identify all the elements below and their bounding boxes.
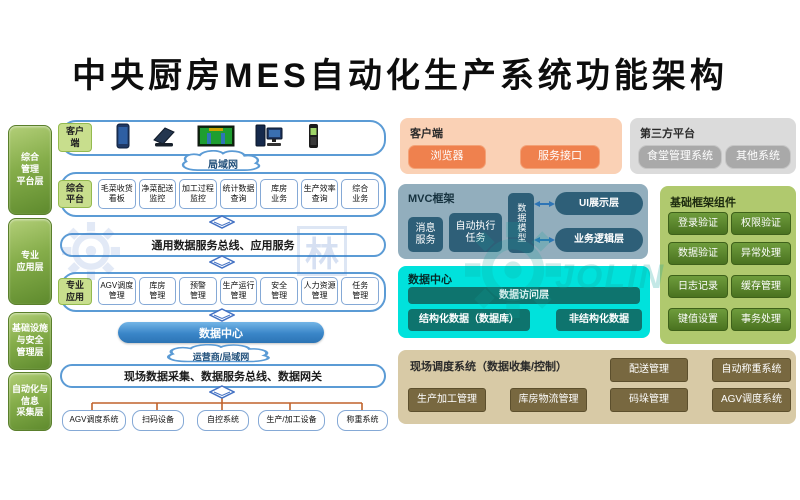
application-item: 任务 管理 [341,277,380,305]
layer-label-professional-application: 专业 应用层 [8,218,52,305]
platform-item: 统计数据 查询 [219,179,258,209]
platform-item: 加工过程 监控 [179,179,217,209]
application-item: AGV调度 管理 [98,277,136,305]
field-device-box: 扫码设备 [132,410,184,431]
logging-box: 日志记录 [668,275,728,298]
production-processing-box: 生产加工管理 [408,388,486,412]
client-section: 客户端 浏览器 服务接口 [400,118,622,174]
field-device-box: 自控系统 [197,410,249,431]
mvc-section-title: MVC框架 [408,193,455,205]
application-item: 安全 管理 [260,277,298,305]
application-item: 预警 管理 [179,277,217,305]
keyvalue-settings-box: 键值设置 [668,308,728,331]
dispatch-section-title: 现场调度系统（数据收集/控制） [410,361,568,373]
data-center-bar: 数据中心 [118,322,324,343]
login-verify-box: 登录验证 [668,212,728,235]
field-dispatch-section: 现场调度系统（数据收集/控制） 配送管理 自动称重系统 生产加工管理 库房物流管… [398,350,796,424]
unstructured-data-box: 非结构化数据 [556,309,642,331]
data-model-box: 数据模型 [508,193,534,253]
data-center-section: 数据中心 数据访问层 结构化数据（数据库） 非结构化数据 [398,266,650,338]
application-items-row: AGV调度 管理 库房 管理 预警 管理 生产运行 管理 安全 管理 人力资源 … [98,277,380,305]
application-item: 库房 管理 [138,277,177,305]
carrier-cloud: 运营商/局域网 [158,344,284,364]
platform-item: 库房 业务 [260,179,298,209]
field-device-box: 生产/加工设备 [258,410,325,431]
framework-section-title: 基础框架组件 [670,197,736,209]
palletizing-management-box: 码垛管理 [610,388,688,412]
lan-cloud-label: 局域网 [208,160,238,171]
transaction-processing-box: 事务处理 [731,308,791,331]
data-center-section-title: 数据中心 [408,274,452,286]
warehouse-logistics-box: 库房物流管理 [510,388,587,412]
field-device-box: AGV调度系统 [62,410,126,431]
platform-item: 净菜配送 监控 [138,179,177,209]
tree-connector-lines [91,396,363,412]
smartphone-icon [116,123,130,149]
layer-label-automation-collection: 自动化与 信息 采集层 [8,372,52,431]
platform-items-row: 毛菜收货 看板 净菜配送 监控 加工过程 监控 统计数据 查询 库房 业务 生产… [98,179,380,209]
client-tab: 客户 端 [58,123,92,152]
lan-cloud: 局域网 [175,150,271,173]
exception-handling-box: 异常处理 [731,242,791,265]
auto-task-box: 自动执行 任务 [449,213,502,252]
framework-components-section: 基础框架组件 登录验证 权限验证 数据验证 异常处理 日志记录 缓存管理 键值设… [660,186,796,344]
page-title: 中央厨房MES自动化生产系统功能架构 [72,57,728,95]
delivery-management-box: 配送管理 [610,358,688,382]
layer-label-management-platform: 综合 管理 平台层 [8,125,52,215]
third-party-section-title: 第三方平台 [640,128,695,140]
platform-item: 综合 业务 [341,179,380,209]
logic-layer-box: 业务逻辑层 [555,228,643,252]
application-item: 人力资源 管理 [300,277,339,305]
desktop-pc-icon [255,124,283,147]
browser-box: 浏览器 [408,145,486,169]
diamond-connector-icon [209,215,235,229]
cache-management-box: 缓存管理 [731,275,791,298]
message-service-box: 消息 服务 [408,217,443,252]
device-icons-row [115,123,320,149]
structured-data-box: 结构化数据（数据库） [408,309,530,331]
service-api-box: 服务接口 [520,145,600,169]
application-row-container: AGV调度 管理 库房 管理 预警 管理 生产运行 管理 安全 管理 人力资源 … [60,272,386,312]
field-bus-bar: 现场数据采集、数据服务总线、数据网关 [60,364,386,388]
diamond-connector-icon [209,255,235,269]
diamond-connector-icon [209,308,235,322]
carrier-cloud-label: 运营商/局域网 [192,351,250,362]
platform-tab: 综合 平台 [58,180,92,208]
led-display-icon [197,125,234,147]
platform-item: 生产效率 查询 [300,179,339,209]
mvc-section: MVC框架 消息 服务 自动执行 任务 数据模型 UI展示层 业务逻辑层 [398,184,648,259]
platform-item: 毛菜收货 看板 [98,179,136,209]
diamond-connector-icon [209,385,235,399]
application-item: 生产运行 管理 [219,277,258,305]
mvc-link-arrow-icon [534,237,555,243]
other-system-box: 其他系统 [725,145,791,169]
data-access-layer-box: 数据访问层 [408,287,640,304]
mvc-link-arrow-icon [534,201,555,207]
cloud-shape [167,344,270,363]
layer-label-infrastructure-security: 基础设施 与安全 管理层 [8,312,52,370]
tablet-icon [152,127,175,147]
handheld-scanner-icon [309,124,318,148]
application-tab: 专业 应用 [58,278,92,305]
permission-verify-box: 权限验证 [731,212,791,235]
platform-row-container: 毛菜收货 看板 净菜配送 监控 加工过程 监控 统计数据 查询 库房 业务 生产… [60,172,386,217]
cloud-shape [181,150,261,171]
third-party-section: 第三方平台 食堂管理系统 其他系统 [630,118,796,174]
ui-layer-box: UI展示层 [555,192,643,215]
client-section-title: 客户端 [410,128,443,140]
data-verify-box: 数据验证 [668,242,728,265]
agv-dispatch-box: AGV调度系统 [712,388,791,412]
auto-weighing-box: 自动称重系统 [712,358,791,382]
field-device-box: 称重系统 [337,410,388,431]
service-bus-bar: 通用数据服务总线、应用服务 [60,233,386,257]
canteen-system-box: 食堂管理系统 [638,145,722,169]
